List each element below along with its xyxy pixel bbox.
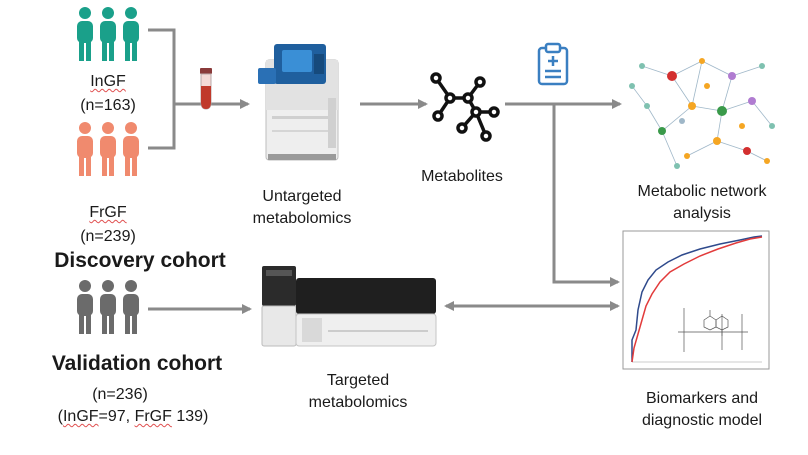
clipboard-icon [537,42,569,86]
ingf-label: InGF [90,73,126,90]
network-label-2: analysis [673,205,731,222]
arrow-to-biomarkers [552,104,620,287]
untargeted-label-2: metabolomics [252,210,352,227]
metabolites-label: Metabolites [421,168,503,185]
ingf-count: (n=163) [80,97,136,114]
roc-curve-blue [631,235,763,362]
metabolic-network-graph [629,58,775,169]
biomarkers-label-2: diagnostic model [641,412,763,429]
roc-curve-red [631,236,763,363]
discovery-bracket [148,28,176,150]
targeted-label-2: metabolomics [308,394,408,411]
people-icon-validation [77,280,139,334]
people-icon-frgf [77,122,139,176]
validation-count: (n=236) [92,386,148,403]
validation-cohort-label: Validation cohort [51,352,223,375]
targeted-label-1: Targeted [326,372,390,389]
metabolites-network-icon [430,72,500,142]
frgf-label: FrGF [89,204,127,221]
mass-spectrometer-image [258,44,339,161]
people-icon-ingf [77,7,139,61]
validation-breakdown: (InGF=97, FrGF 139) [57,408,209,425]
biomarkers-label-1: Biomarkers and [645,390,759,407]
targeted-instrument-image [261,266,437,347]
frgf-count: (n=239) [80,228,136,245]
discovery-cohort-label: Discovery cohort [54,249,226,272]
network-label-1: Metabolic network [637,183,767,200]
roc-curve-panel [622,230,770,370]
test-tube-icon [200,68,212,110]
untargeted-label-1: Untargeted [262,188,342,205]
